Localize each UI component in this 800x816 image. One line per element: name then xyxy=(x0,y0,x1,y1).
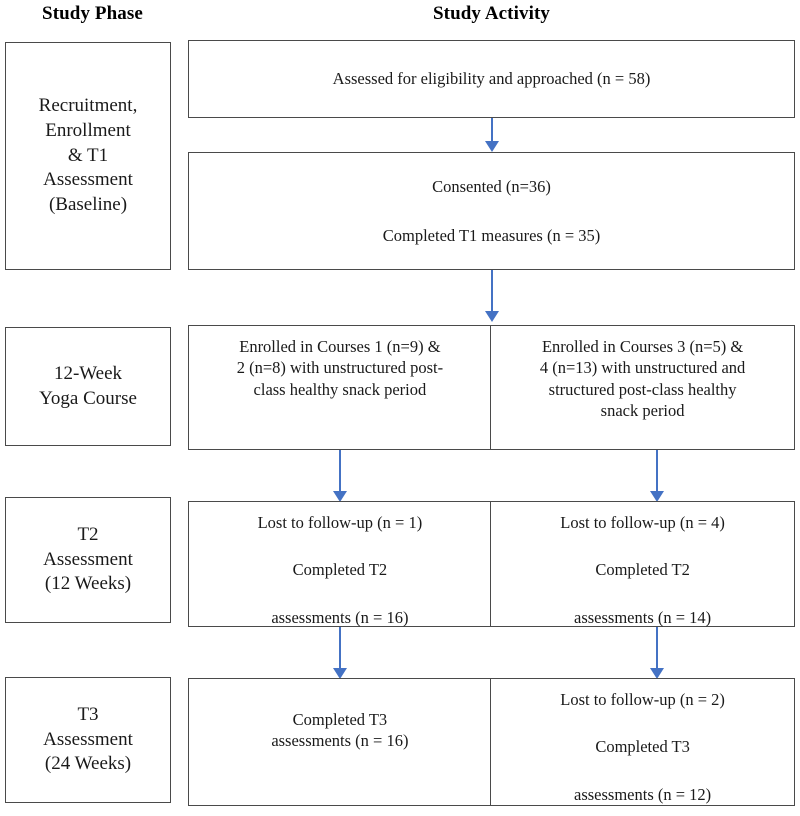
phase-line: Enrollment xyxy=(45,119,131,141)
consent-text: Consented (n=36) xyxy=(432,176,551,196)
t3-left-completed-line: Completed T3 xyxy=(292,710,388,729)
t2-left-completed-line: assessments (n = 16) xyxy=(271,607,409,627)
activity-box-t2-right: Lost to follow-up (n = 4) Completed T2 a… xyxy=(490,501,795,627)
enrollment-left-line: Enrolled in Courses 1 (n=9) & xyxy=(239,337,441,356)
t2-right-completed-line: Completed T2 xyxy=(595,560,690,580)
enrollment-right-line: snack period xyxy=(600,401,685,421)
consent-t1-text: Completed T1 measures (n = 35) xyxy=(382,226,601,245)
t2-row: Lost to follow-up (n = 1) Completed T2 a… xyxy=(188,501,795,627)
phase-line: 12-Week xyxy=(53,362,123,384)
phase-line: Assessment xyxy=(43,728,133,750)
enrollment-left-line: 2 (n=8) with unstructured post- xyxy=(236,358,444,378)
phase-line: (Baseline) xyxy=(48,194,128,216)
column-header-study-phase: Study Phase xyxy=(42,3,143,24)
phase-line: Recruitment, xyxy=(38,95,138,117)
activity-box-t3-right: Lost to follow-up (n = 2) Completed T3 a… xyxy=(490,678,795,806)
t3-right-lost-text: Lost to follow-up (n = 2) xyxy=(560,690,725,709)
t2-right-completed-line: assessments (n = 14) xyxy=(574,607,712,627)
arrow-eligibility-to-consent xyxy=(483,118,501,152)
phase-line: Yoga Course xyxy=(39,387,137,409)
enrollment-right-line: 4 (n=13) with unstructured and xyxy=(539,358,746,378)
activity-box-enrollment-right: Enrolled in Courses 3 (n=5) & 4 (n=13) w… xyxy=(490,325,795,450)
t2-left-lost-text: Lost to follow-up (n = 1) xyxy=(257,513,423,532)
arrow-enrollment-left-to-t2-left xyxy=(331,450,349,502)
enrollment-right-line: Enrolled in Courses 3 (n=5) & xyxy=(541,337,744,356)
phase-line: (12 Weeks) xyxy=(44,573,132,595)
arrow-enrollment-right-to-t2-right xyxy=(648,450,666,502)
t3-left-completed-line: assessments (n = 16) xyxy=(271,731,409,751)
phase-line: Assessment xyxy=(43,548,133,570)
t3-right-completed-line: assessments (n = 12) xyxy=(574,784,712,804)
phase-line: Assessment xyxy=(43,169,133,191)
column-header-study-activity: Study Activity xyxy=(433,3,550,24)
enrollment-right-line: structured post-class healthy xyxy=(548,379,737,399)
phase-line: T3 xyxy=(77,703,99,725)
activity-box-eligibility: Assessed for eligibility and approached … xyxy=(188,40,795,118)
phase-box-yoga-course: 12-Week Yoga Course xyxy=(5,327,171,446)
activity-box-consent: Consented (n=36) Completed T1 measures (… xyxy=(188,152,795,270)
t3-row: Completed T3 assessments (n = 16) Lost t… xyxy=(188,678,795,806)
t2-left-completed-line: Completed T2 xyxy=(292,560,388,580)
activity-box-t2-left: Lost to follow-up (n = 1) Completed T2 a… xyxy=(188,501,492,627)
enrollment-row: Enrolled in Courses 1 (n=9) & 2 (n=8) wi… xyxy=(188,325,795,450)
arrow-t2-right-to-t3-right xyxy=(648,627,666,679)
enrollment-left-line: class healthy snack period xyxy=(253,379,427,399)
arrow-consent-to-enrollment xyxy=(483,270,501,322)
t3-right-completed-line: Completed T3 xyxy=(595,737,690,757)
activity-box-t3-left: Completed T3 assessments (n = 16) xyxy=(188,678,492,806)
activity-box-enrollment-left: Enrolled in Courses 1 (n=9) & 2 (n=8) wi… xyxy=(188,325,492,450)
phase-box-recruitment: Recruitment, Enrollment & T1 Assessment … xyxy=(5,42,171,270)
phase-box-t3-assessment: T3 Assessment (24 Weeks) xyxy=(5,677,171,803)
phase-line: & T1 xyxy=(67,144,109,166)
eligibility-text: Assessed for eligibility and approached … xyxy=(332,69,651,89)
phase-line: (24 Weeks) xyxy=(44,753,132,775)
t2-right-lost-text: Lost to follow-up (n = 4) xyxy=(560,513,725,532)
phase-line: T2 xyxy=(77,523,99,545)
phase-box-t2-assessment: T2 Assessment (12 Weeks) xyxy=(5,497,171,623)
arrow-t2-left-to-t3-left xyxy=(331,627,349,679)
